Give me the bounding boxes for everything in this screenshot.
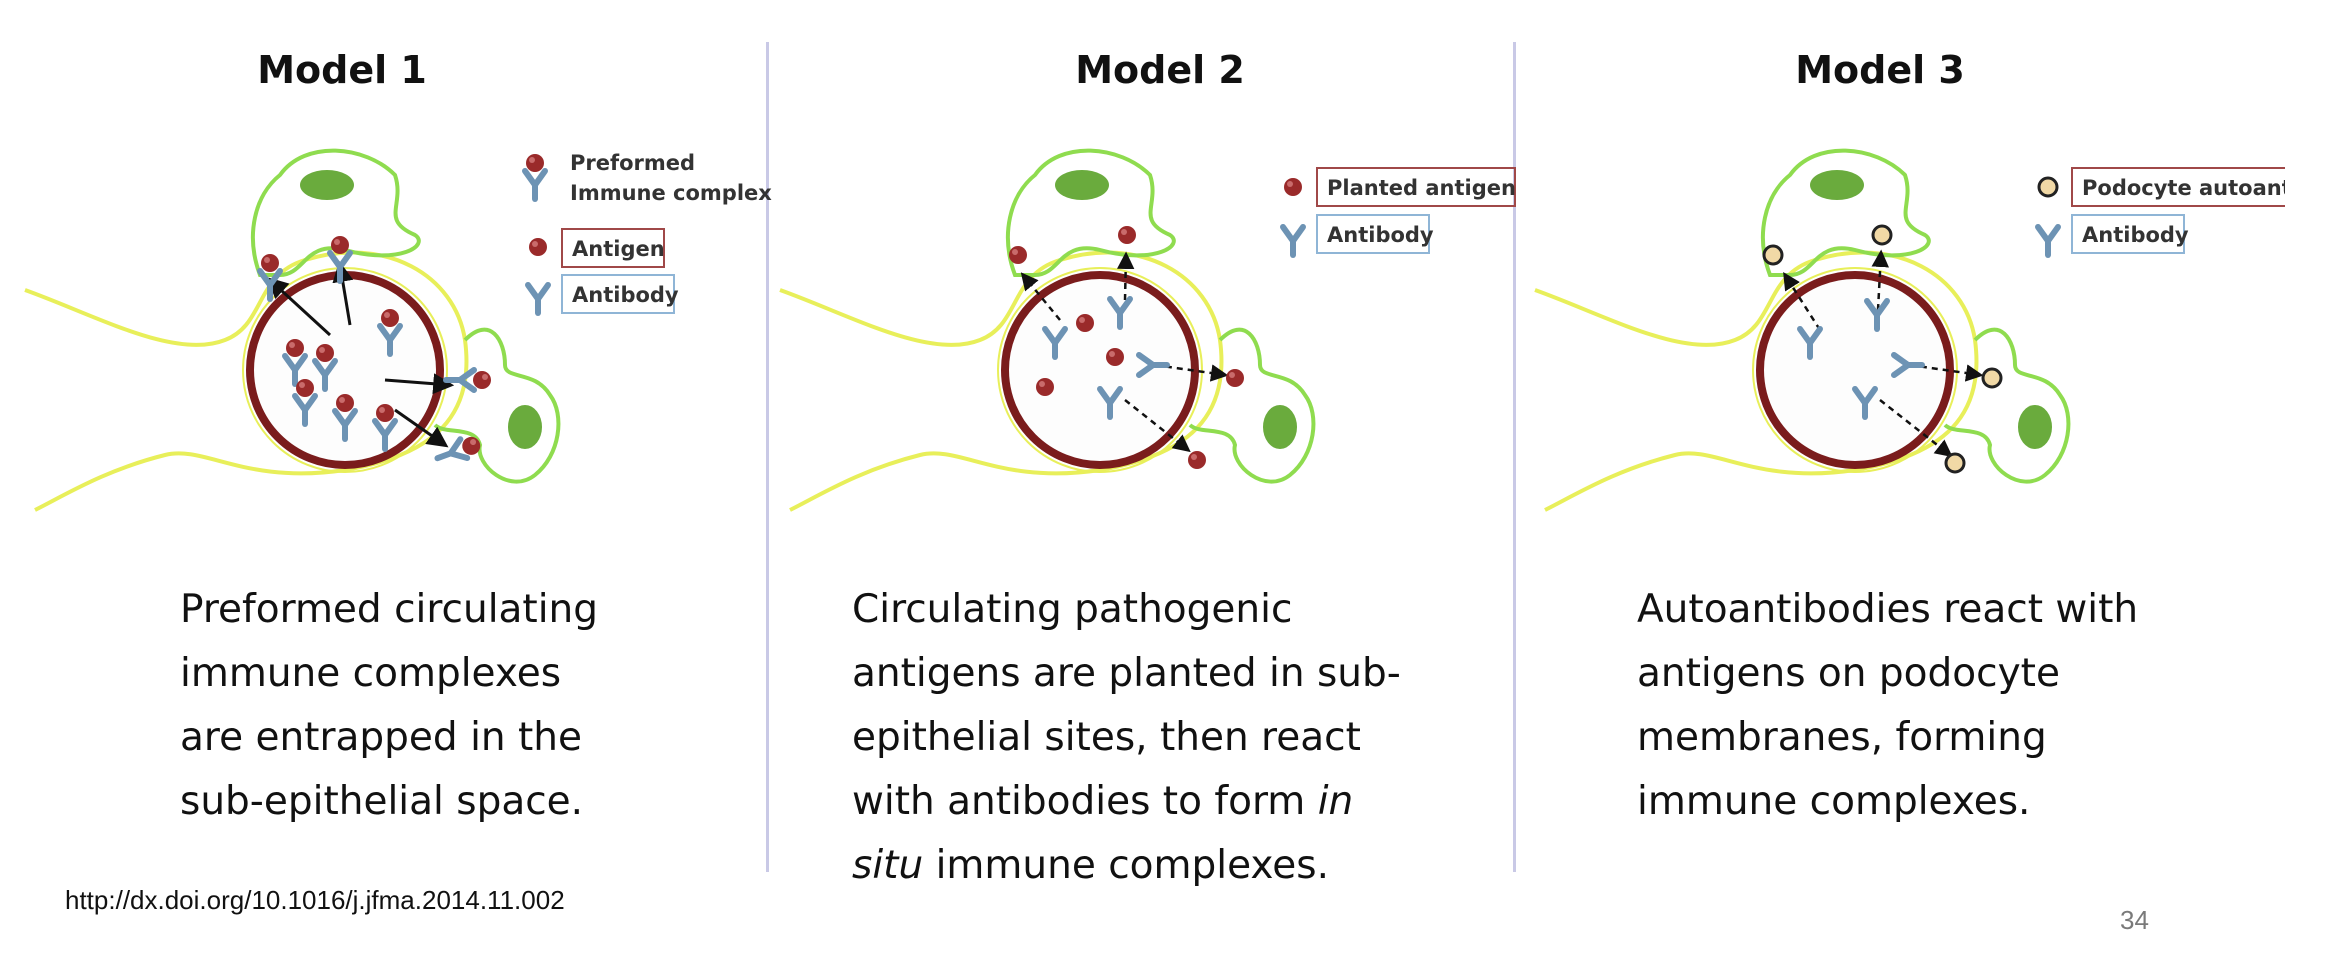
model-2-title: Model 2 <box>1075 48 1245 92</box>
legend-antigen: Planted antigen <box>1327 176 1516 200</box>
divider-2 <box>1513 42 1516 872</box>
legend-complex-line1: Preformed <box>570 151 695 175</box>
model-2-diagram: Planted antigen Antibody <box>778 148 1516 512</box>
legend: Preformed Immune complex Antigen Antibod… <box>525 151 772 313</box>
legend-antibody: Antibody <box>572 283 679 307</box>
immune-complex <box>434 433 483 467</box>
model-1-title: Model 1 <box>257 48 427 92</box>
page-number: 34 <box>2120 905 2149 935</box>
legend-antibody: Antibody <box>1327 223 1434 247</box>
model-3-diagram: Podocyte autoantigen Antibody <box>1533 148 2285 512</box>
planted-antigen <box>1226 369 1244 387</box>
antigen <box>1106 348 1124 366</box>
model-3-description: Autoantibodies react with antigens on po… <box>1637 587 2139 824</box>
model-2-description: Circulating pathogenic antigens are plan… <box>852 587 1401 888</box>
model-1-diagram: Preformed Immune complex Antigen Antibod… <box>23 148 772 512</box>
planted-antigen <box>1118 226 1136 244</box>
legend-antigen: Podocyte autoantigen <box>2082 176 2285 200</box>
legend: Planted antigen Antibody <box>1283 167 1516 255</box>
podocyte-autoantigen <box>1762 244 1784 266</box>
model-1-description: Preformed circulating immune complexes a… <box>180 587 599 824</box>
legend-antibody: Antibody <box>2082 223 2189 247</box>
planted-antigen <box>1188 451 1206 469</box>
legend: Podocyte autoantigen Antibody <box>2038 167 2285 255</box>
planted-antigen <box>1009 246 1027 264</box>
model-3-title: Model 3 <box>1795 48 1965 92</box>
antigen <box>1036 378 1054 396</box>
podocyte-autoantigen <box>1944 452 1966 474</box>
source-doi-link[interactable]: http://dx.doi.org/10.1016/j.jfma.2014.11… <box>65 885 565 915</box>
podocyte-autoantigen <box>1871 224 1893 246</box>
antigen <box>1076 314 1094 332</box>
legend-complex-line2: Immune complex <box>570 181 772 205</box>
divider-1 <box>766 42 769 872</box>
immune-complex <box>446 370 491 390</box>
podocyte-autoantigen <box>1981 367 2003 389</box>
legend-antigen: Antigen <box>572 237 665 261</box>
